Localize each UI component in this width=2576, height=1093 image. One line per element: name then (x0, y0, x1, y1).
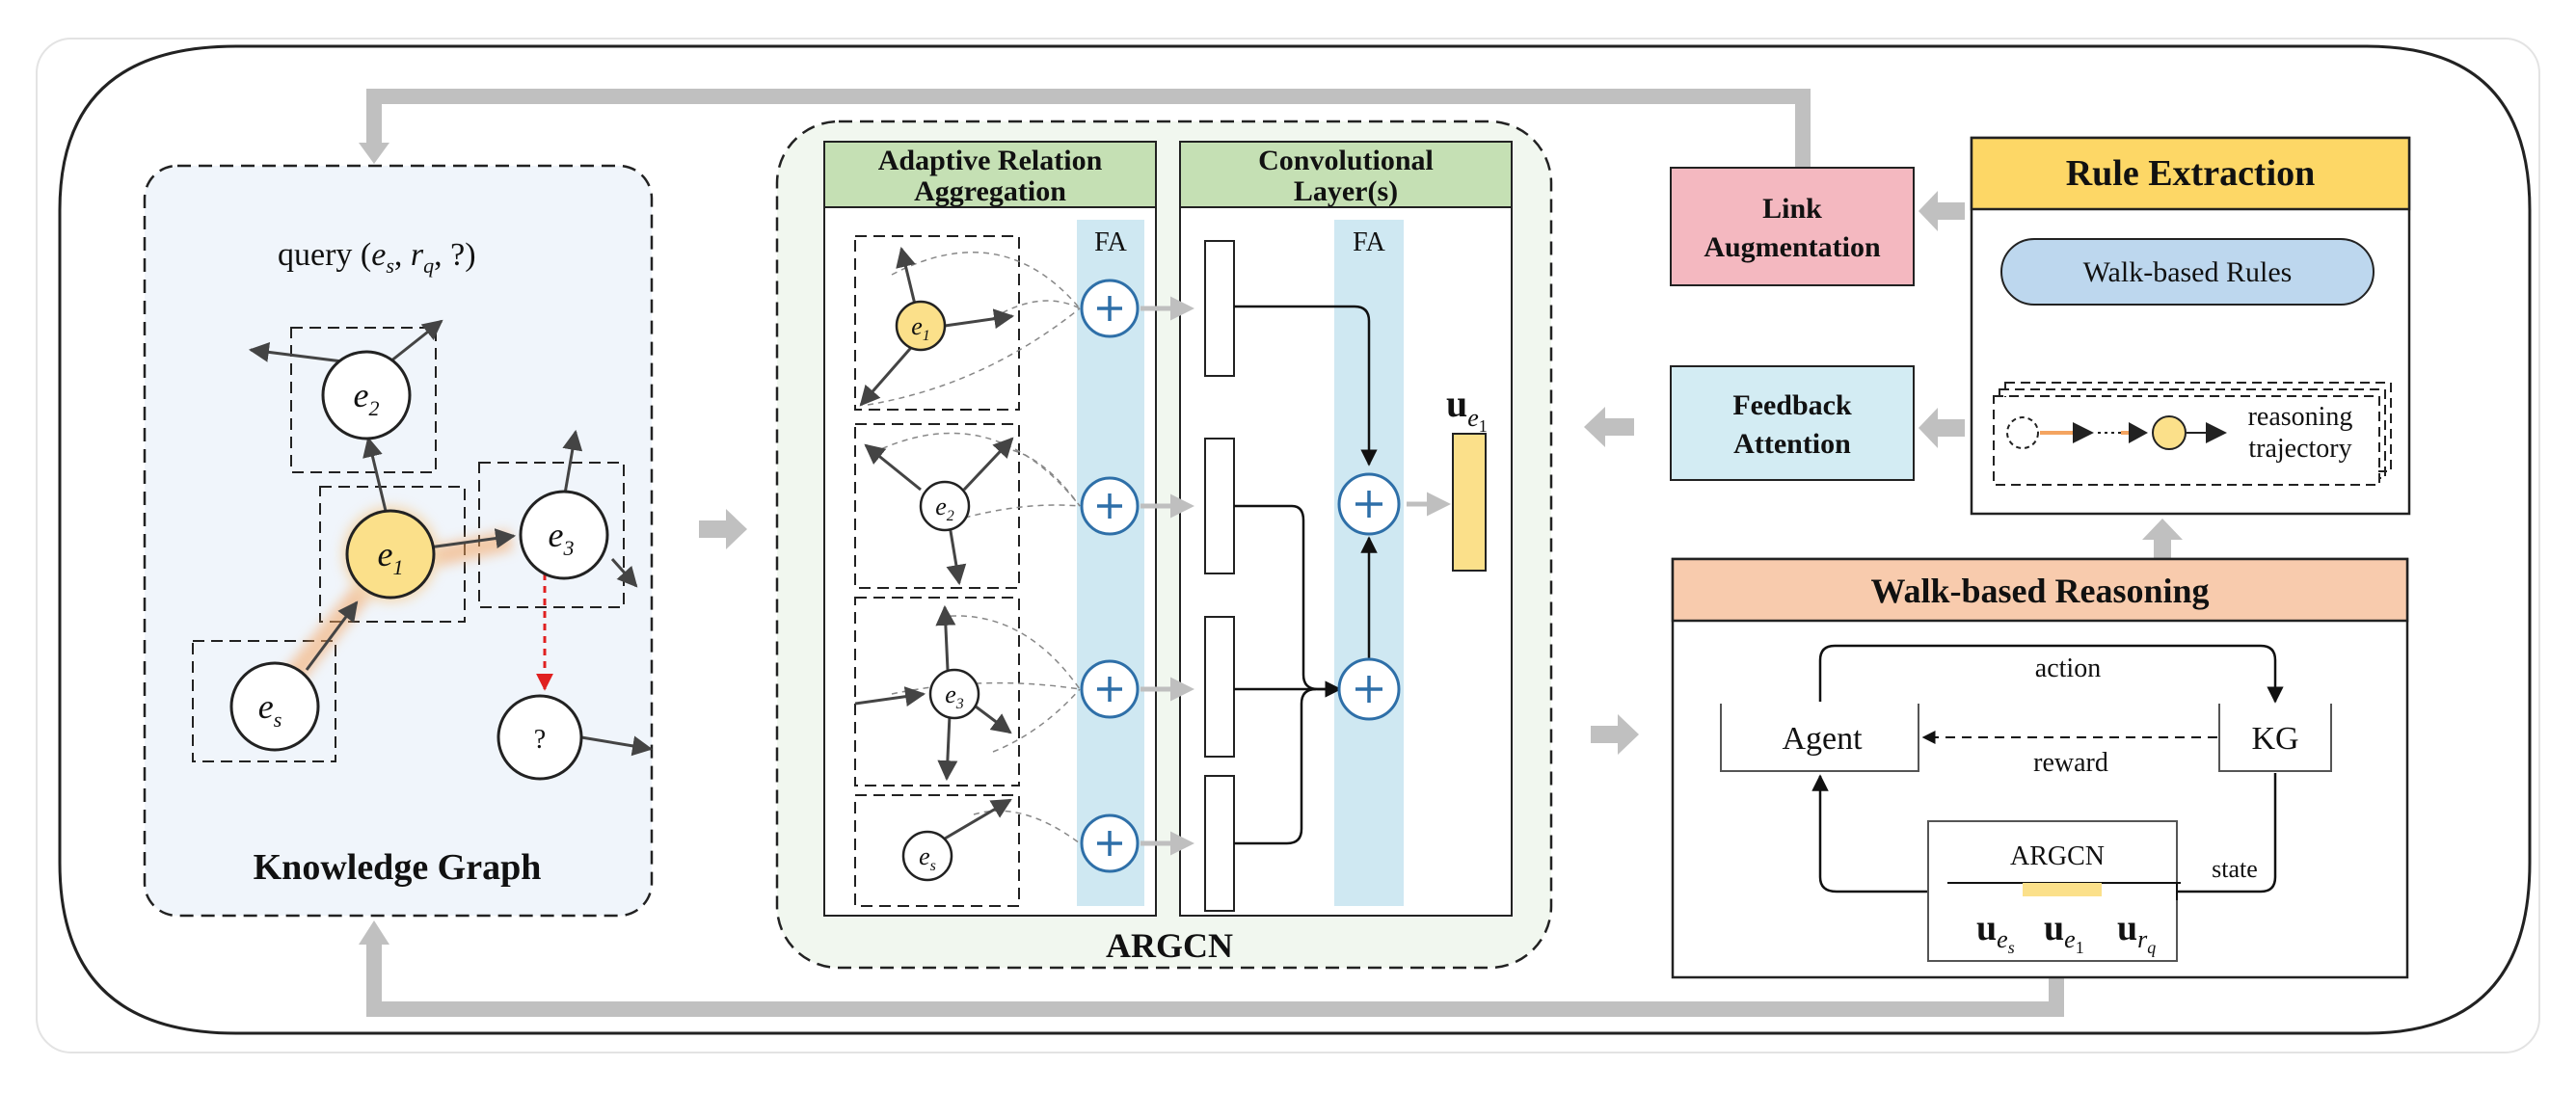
conv-header (1179, 141, 1513, 208)
node-unknown: ? (496, 694, 583, 781)
walk-based-reasoning-panel: Walk-based Reasoning Agent KG action rew… (1671, 557, 2409, 979)
svg-text:es: es (919, 842, 936, 874)
query-label: query (es, rq, ?) (278, 237, 476, 278)
knowledge-graph-panel: query (es, rq, ?) e2 (143, 164, 654, 918)
node-e2: e2 (321, 350, 412, 440)
svg-text:Layer(s): Layer(s) (1294, 175, 1398, 207)
link-augmentation-box: Link Augmentation (1670, 167, 1915, 286)
node-e1: e1 (345, 509, 436, 600)
argcn-panel: Adaptive Relation Aggregation Convolutio… (775, 120, 1553, 970)
svg-text:ARGCN: ARGCN (2010, 841, 2105, 871)
svg-text:urq: urq (2117, 908, 2156, 957)
svg-text:KG: KG (2251, 721, 2298, 757)
svg-text:Walk-based Rules: Walk-based Rules (2083, 256, 2293, 288)
svg-text:FA: FA (1353, 227, 1385, 257)
svg-text:Rule Extraction: Rule Extraction (2066, 153, 2316, 194)
node-e3: e3 (519, 490, 609, 580)
svg-text:Aggregation: Aggregation (914, 175, 1066, 207)
svg-text:Augmentation: Augmentation (1704, 231, 1881, 263)
svg-text:Walk-based Reasoning: Walk-based Reasoning (1870, 572, 2209, 610)
argcn-title: ARGCN (1106, 926, 1233, 965)
svg-text:Convolutional: Convolutional (1258, 145, 1434, 176)
svg-text:reward: reward (2033, 748, 2108, 778)
svg-text:Agent: Agent (1782, 721, 1863, 757)
svg-text:action: action (2035, 653, 2101, 683)
ara-header (823, 141, 1157, 208)
svg-text:state: state (2212, 855, 2258, 883)
rule-extraction-panel: Rule Extraction Walk-based Rules reasoni… (1970, 136, 2411, 516)
svg-text:e1: e1 (911, 312, 930, 344)
svg-text:ue1: ue1 (1446, 382, 1488, 436)
svg-text:es: es (258, 687, 282, 732)
svg-text:e1: e1 (378, 535, 404, 579)
svg-text:e2: e2 (935, 493, 954, 524)
svg-text:Link: Link (1762, 193, 1822, 225)
feedback-attention-box: Feedback Attention (1670, 365, 1915, 481)
output-embedding (1452, 433, 1487, 572)
svg-text:e3: e3 (945, 680, 964, 712)
walk-based-rules-pill (2000, 238, 2375, 306)
svg-text:Adaptive Relation: Adaptive Relation (878, 145, 1103, 176)
svg-text:e2: e2 (354, 376, 380, 420)
node-es: es (229, 661, 320, 752)
svg-text:?: ? (534, 725, 546, 755)
svg-text:ues: ues (1976, 908, 2015, 957)
gray-flow-arrows (366, 89, 2064, 1017)
svg-text:Feedback: Feedback (1732, 389, 1852, 421)
svg-text:e3: e3 (549, 516, 575, 560)
svg-text:ue1: ue1 (2044, 908, 2084, 957)
svg-text:trajectory: trajectory (2248, 434, 2351, 464)
svg-text:reasoning: reasoning (2248, 402, 2353, 432)
svg-text:Attention: Attention (1733, 428, 1851, 460)
kg-title: Knowledge Graph (254, 847, 542, 888)
outer-border (58, 44, 2532, 1035)
svg-text:FA: FA (1094, 227, 1127, 257)
